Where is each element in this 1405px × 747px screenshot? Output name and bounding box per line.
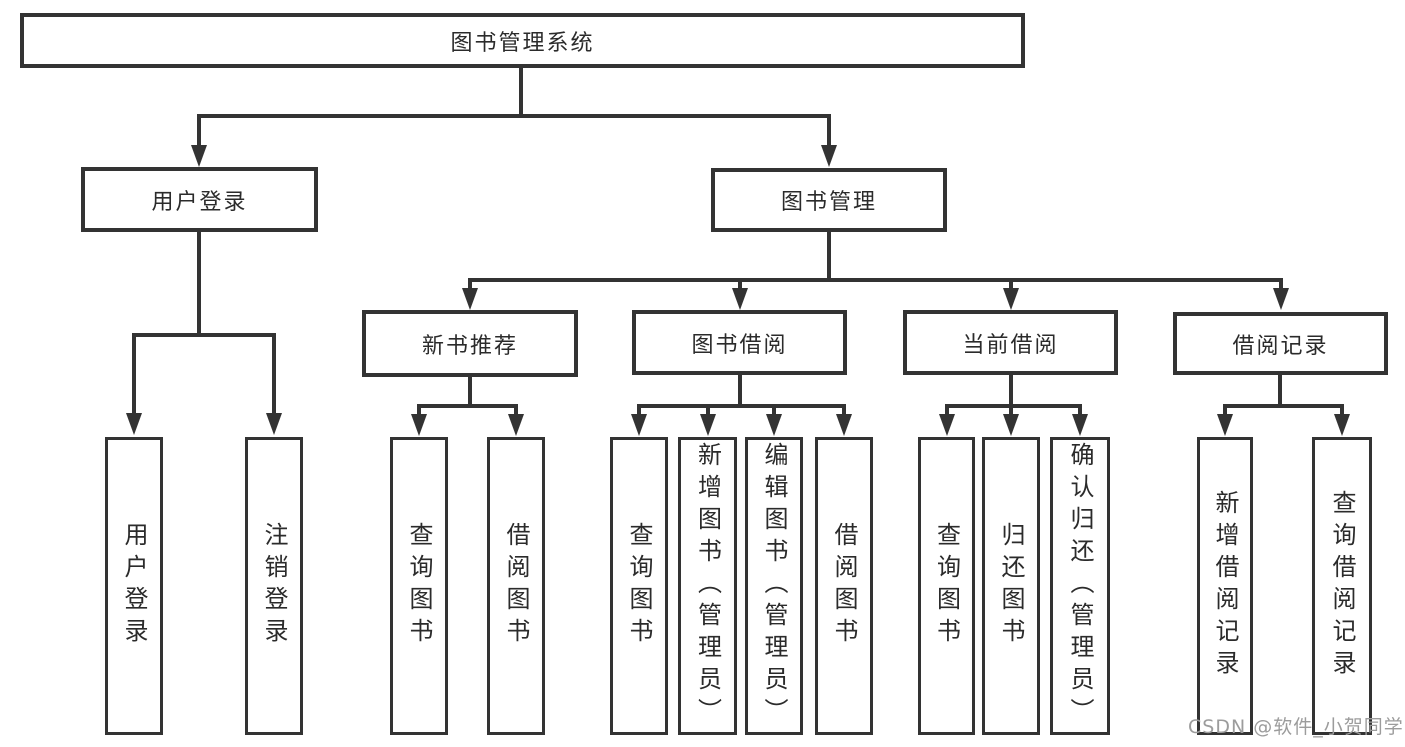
node-new-book-recommendation: 新书推荐 xyxy=(362,310,578,377)
node-current-borrowing: 当前借阅 xyxy=(903,310,1118,375)
leaf-search-borrow-record: 查询借阅记录 xyxy=(1312,437,1372,735)
arrowhead-down-icon xyxy=(766,414,782,436)
arrowhead-down-icon xyxy=(126,413,142,435)
connector-vline xyxy=(468,377,472,408)
arrowhead-down-icon xyxy=(700,414,716,436)
node-label: 图书管理 xyxy=(780,190,877,215)
leaf-label: 借阅图书 xyxy=(502,522,530,650)
arrowhead-down-icon xyxy=(1217,414,1233,436)
leaf-return-books: 归还图书 xyxy=(982,437,1040,735)
connector-vline xyxy=(132,335,136,420)
arrowhead-down-icon xyxy=(1273,288,1289,310)
leaf-borrow-books: 借阅图书 xyxy=(487,437,545,735)
connector-vline xyxy=(519,67,523,116)
connector-vline xyxy=(772,406,776,418)
connector-vline xyxy=(514,406,518,418)
connector-hline xyxy=(945,404,1082,408)
leaf-label: 编辑图书（管理员） xyxy=(760,442,788,730)
leaf-label: 查询图书 xyxy=(625,522,653,650)
leaf-add-book-admin: 新增图书（管理员） xyxy=(678,437,737,735)
node-label: 当前借阅 xyxy=(962,332,1059,358)
connector-vline xyxy=(468,280,472,292)
leaf-label: 查询图书 xyxy=(405,522,433,650)
node-label: 借阅记录 xyxy=(1232,333,1329,359)
node-label: 新书推荐 xyxy=(421,333,518,359)
leaf-add-borrow-record: 新增借阅记录 xyxy=(1197,437,1253,735)
connector-vline xyxy=(706,406,710,418)
arrowhead-down-icon xyxy=(508,414,524,436)
connector-vline xyxy=(1340,406,1344,418)
connector-vline xyxy=(1278,375,1282,408)
arrowhead-down-icon xyxy=(1072,414,1088,436)
leaf-label: 借阅图书 xyxy=(830,522,858,650)
node-label: 图书管理系统 xyxy=(450,30,595,56)
arrowhead-down-icon xyxy=(462,288,478,310)
connector-vline xyxy=(1223,406,1227,418)
connector-vline xyxy=(1009,280,1013,292)
arrowhead-down-icon xyxy=(836,414,852,436)
node-label: 图书借阅 xyxy=(691,332,788,358)
connector-hline xyxy=(197,114,831,118)
leaf-label: 新增图书（管理员） xyxy=(693,442,722,730)
arrowhead-down-icon xyxy=(191,145,207,167)
connector-vline xyxy=(197,232,201,337)
watermark: CSDN @软件_小贺同学 xyxy=(1188,716,1404,738)
connector-hline xyxy=(1223,404,1344,408)
leaf-label: 查询借阅记录 xyxy=(1328,490,1356,682)
leaf-search-books-3: 查询图书 xyxy=(918,437,975,735)
connector-hline xyxy=(637,404,846,408)
leaf-label: 注销登录 xyxy=(260,522,288,650)
leaf-label: 确认归还（管理员） xyxy=(1066,442,1094,730)
leaf-label: 归还图书 xyxy=(997,522,1025,650)
node-borrowing-records: 借阅记录 xyxy=(1173,312,1388,375)
node-book-management: 图书管理 xyxy=(711,168,947,232)
node-book-borrowing: 图书借阅 xyxy=(632,310,847,375)
connector-vline xyxy=(827,116,831,150)
connector-vline xyxy=(1078,406,1082,418)
leaf-edit-book-admin: 编辑图书（管理员） xyxy=(745,437,803,735)
connector-hline xyxy=(417,404,518,408)
leaf-confirm-return-admin: 确认归还（管理员） xyxy=(1050,437,1110,735)
node-library-management-system: 图书管理系统 xyxy=(20,13,1025,68)
arrowhead-down-icon xyxy=(1334,414,1350,436)
leaf-logout: 注销登录 xyxy=(245,437,303,735)
leaf-label: 查询图书 xyxy=(932,522,961,650)
arrowhead-down-icon xyxy=(1003,414,1019,436)
connector-vline xyxy=(1279,280,1283,292)
connector-vline xyxy=(1009,375,1013,408)
connector-vline xyxy=(637,406,641,418)
connector-vline xyxy=(945,406,949,418)
connector-vline xyxy=(827,232,831,282)
arrowhead-down-icon xyxy=(732,288,748,310)
leaf-label: 用户登录 xyxy=(120,522,148,650)
arrowhead-down-icon xyxy=(411,414,427,436)
arrowhead-down-icon xyxy=(821,145,837,167)
arrowhead-down-icon xyxy=(631,414,647,436)
leaf-label: 新增借阅记录 xyxy=(1211,490,1239,682)
connector-vline xyxy=(842,406,846,418)
arrowhead-down-icon xyxy=(939,414,955,436)
leaf-borrow-books-2: 借阅图书 xyxy=(815,437,873,735)
node-label: 用户登录 xyxy=(151,189,248,215)
node-user-login: 用户登录 xyxy=(81,167,318,232)
leaf-search-books: 查询图书 xyxy=(390,437,448,735)
arrowhead-down-icon xyxy=(1003,288,1019,310)
leaf-user-login: 用户登录 xyxy=(105,437,163,735)
connector-vline xyxy=(197,116,201,150)
arrowhead-down-icon xyxy=(266,413,282,435)
connector-hline xyxy=(132,333,276,337)
connector-hline xyxy=(468,278,1283,282)
connector-vline xyxy=(738,375,742,408)
connector-vline xyxy=(738,280,742,292)
connector-vline xyxy=(1009,406,1013,418)
connector-vline xyxy=(417,406,421,418)
leaf-search-books-2: 查询图书 xyxy=(610,437,668,735)
connector-vline xyxy=(272,335,276,420)
